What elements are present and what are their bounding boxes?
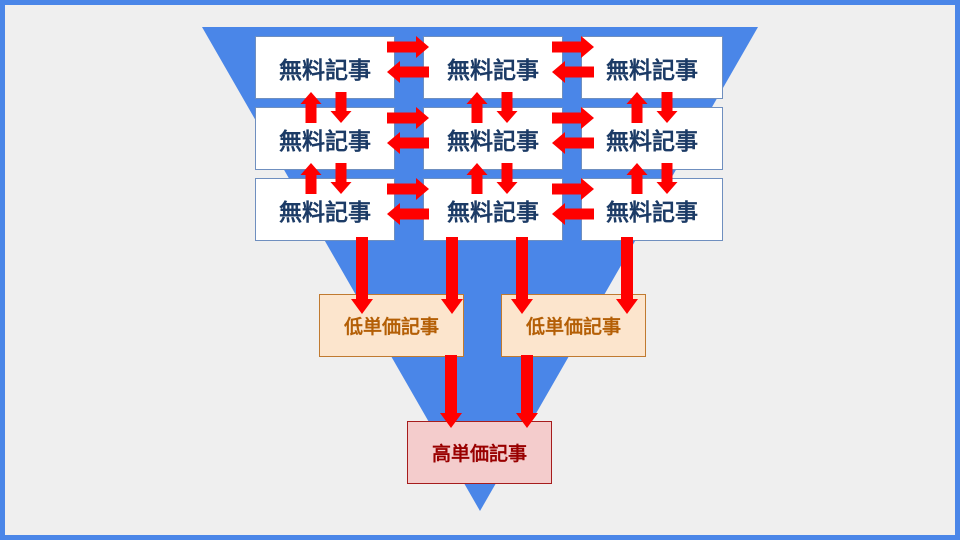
right-arrow	[552, 36, 594, 58]
low-price-article-label: 低単価記事	[525, 316, 621, 338]
down-arrow	[330, 163, 352, 194]
down-arrow	[441, 237, 463, 314]
down-arrow	[440, 355, 462, 428]
free-article-label: 無料記事	[279, 57, 371, 84]
left-arrow	[387, 132, 429, 154]
free-article-box: 無料記事	[423, 178, 563, 241]
free-article-label: 無料記事	[447, 57, 539, 84]
high-price-article-box: 高単価記事	[407, 421, 552, 484]
up-arrow	[300, 163, 322, 194]
free-article-box: 無料記事	[423, 107, 563, 170]
free-article-box: 無料記事	[581, 36, 723, 99]
arrow-layer	[300, 36, 678, 428]
free-article-label: 無料記事	[279, 199, 371, 226]
free-article-box: 無料記事	[255, 36, 395, 99]
free-article-label: 無料記事	[279, 128, 371, 155]
down-arrow	[516, 355, 538, 428]
down-arrow	[496, 163, 518, 194]
free-article-label: 無料記事	[447, 128, 539, 155]
free-article-label: 無料記事	[606, 57, 698, 84]
free-article-label: 無料記事	[606, 199, 698, 226]
up-arrow	[626, 92, 648, 123]
left-arrow	[552, 132, 594, 154]
right-arrow	[387, 36, 429, 58]
right-arrow	[552, 178, 594, 200]
down-arrow	[616, 237, 638, 314]
down-arrow	[511, 237, 533, 314]
free-article-label: 無料記事	[447, 199, 539, 226]
down-arrow	[351, 237, 373, 314]
free-article-label: 無料記事	[606, 128, 698, 155]
low-price-article-label: 低単価記事	[343, 316, 439, 338]
down-arrow	[330, 92, 352, 123]
right-arrow	[552, 107, 594, 129]
right-arrow	[387, 107, 429, 129]
down-arrow	[656, 92, 678, 123]
right-arrow	[387, 178, 429, 200]
up-arrow	[300, 92, 322, 123]
free-article-box: 無料記事	[255, 107, 395, 170]
left-arrow	[387, 203, 429, 225]
left-arrow	[387, 61, 429, 83]
left-arrow	[552, 203, 594, 225]
free-article-box: 無料記事	[581, 107, 723, 170]
high-price-article-label: 高単価記事	[431, 443, 527, 465]
low-price-article-box: 低単価記事	[319, 294, 464, 357]
up-arrow	[466, 92, 488, 123]
up-arrow	[466, 163, 488, 194]
left-arrow	[552, 61, 594, 83]
free-article-box: 無料記事	[581, 178, 723, 241]
free-article-box: 無料記事	[255, 178, 395, 241]
down-arrow	[496, 92, 518, 123]
down-arrow	[656, 163, 678, 194]
up-arrow	[626, 163, 648, 194]
